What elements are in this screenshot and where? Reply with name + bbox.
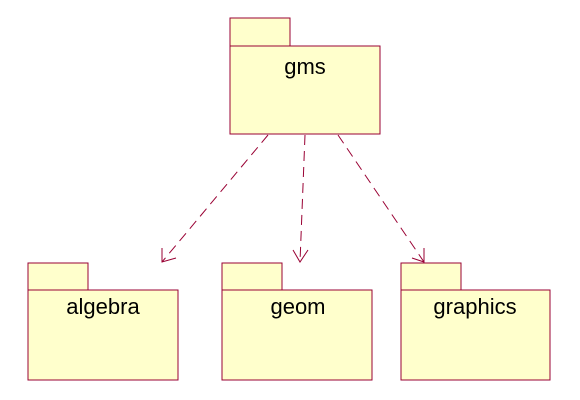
package-label: gms	[284, 54, 326, 79]
package-label: geom	[270, 294, 325, 319]
dependency-line	[299, 134, 306, 263]
dependency-gms-graphics[interactable]	[337, 134, 425, 263]
arrowhead-icon	[161, 248, 177, 263]
package-label: algebra	[66, 294, 140, 319]
package-tab	[400, 262, 462, 291]
package-body	[221, 289, 373, 381]
package-gms[interactable]: gms	[229, 17, 381, 135]
package-geom[interactable]: geom	[221, 262, 373, 381]
dependency-gms-geom[interactable]	[292, 134, 309, 263]
package-algebra[interactable]: algebra	[27, 262, 179, 381]
package-body	[27, 289, 179, 381]
package-tab	[221, 262, 283, 291]
dependency-line	[337, 134, 425, 263]
dependency-gms-algebra[interactable]	[161, 134, 269, 263]
arrowhead-icon	[292, 249, 309, 263]
package-graphics[interactable]: graphics	[400, 262, 551, 381]
package-tab	[27, 262, 89, 291]
package-body	[229, 45, 381, 135]
package-body	[400, 289, 551, 381]
arrowhead-icon	[411, 248, 425, 263]
package-tab	[229, 17, 291, 47]
package-label: graphics	[433, 294, 516, 319]
dependency-line	[161, 134, 269, 263]
